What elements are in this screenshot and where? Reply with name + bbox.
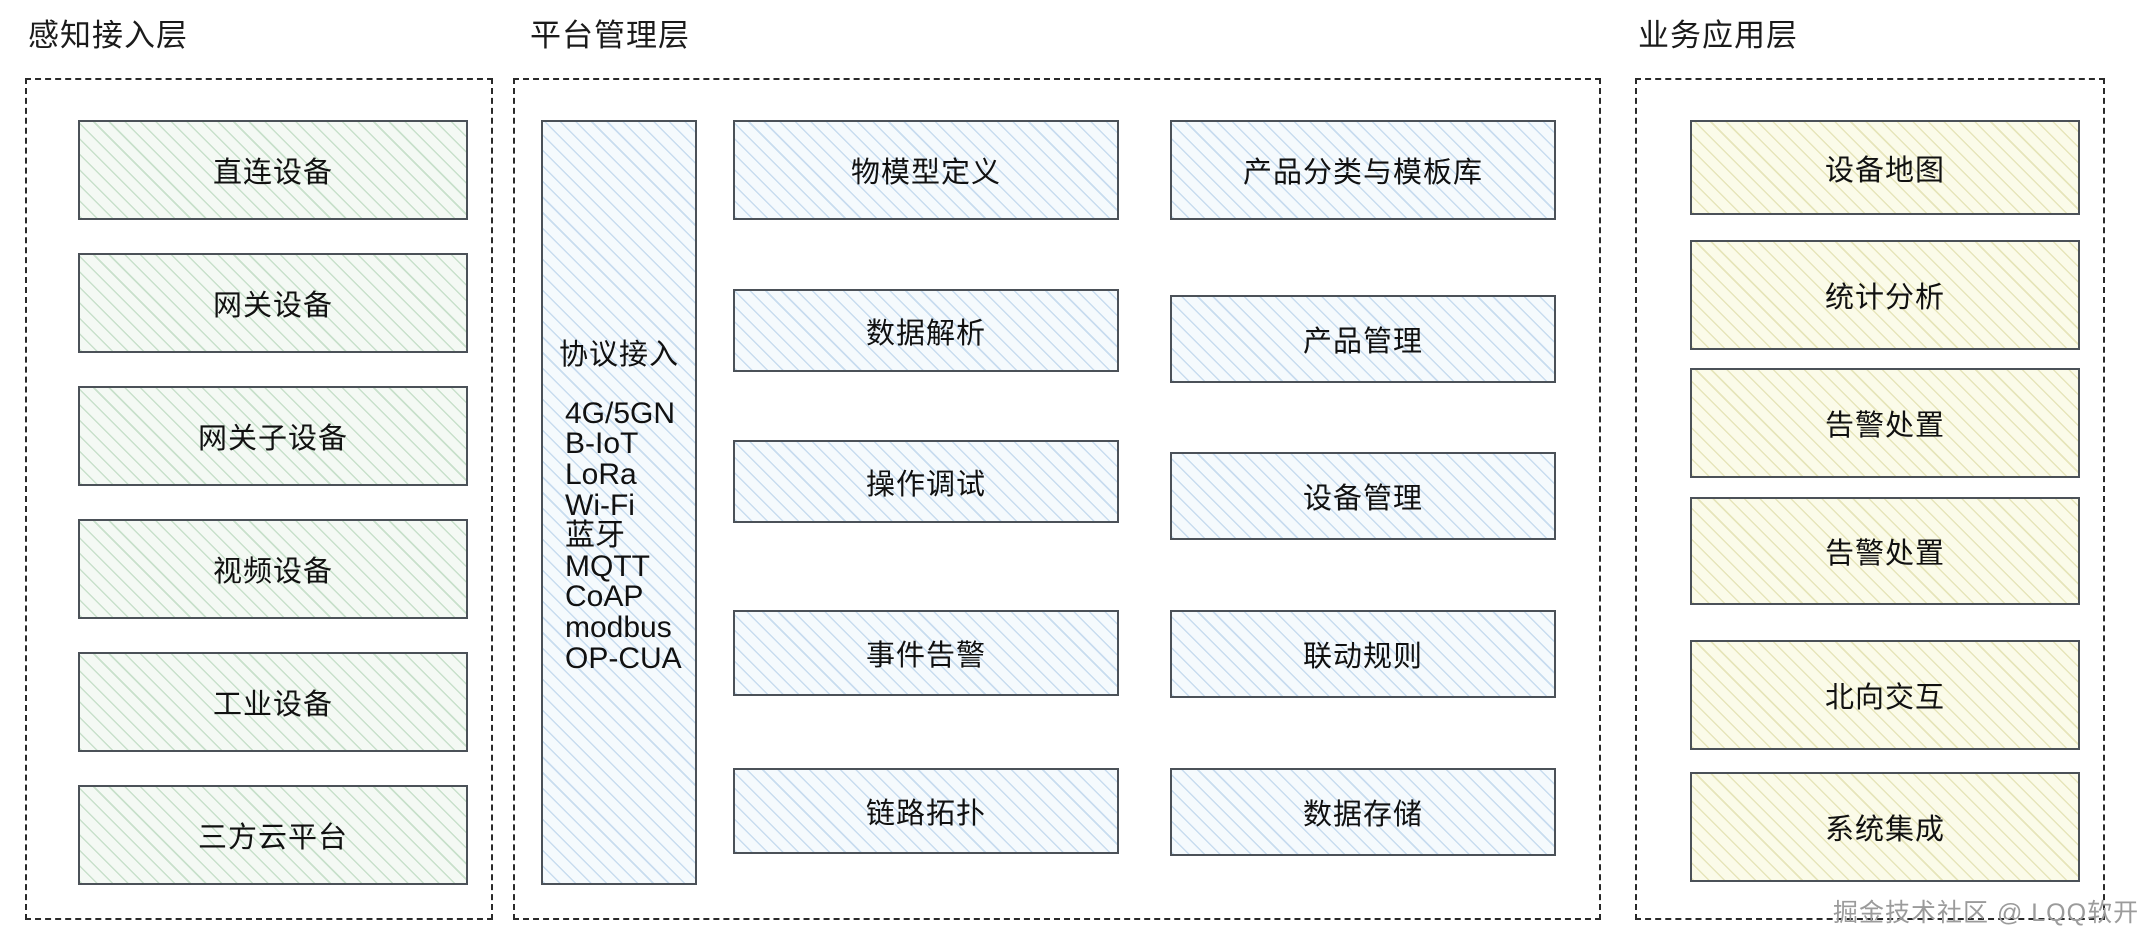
layer-title-business: 业务应用层 [1638,18,1798,53]
node-video-device[interactable]: 视频设备 [78,519,468,619]
node-data-parsing[interactable]: 数据解析 [733,289,1119,372]
node-label: 统计分析 [1824,282,1945,314]
protocol-item: 蓝牙 [565,519,625,553]
node-third-party-cloud[interactable]: 三方云平台 [78,785,468,885]
protocol-item: MQTT [565,549,650,583]
protocol-item: CoAP [565,580,644,614]
protocol-item: modbus [565,610,672,644]
node-alarm-handling-1[interactable]: 告警处置 [1690,368,2080,478]
node-label: 操作调试 [865,468,986,501]
node-protocol-access[interactable]: 协议接入 4G/5GN B-IoT LoRa Wi-Fi 蓝牙 MQTT CoA… [541,120,697,885]
protocol-access-list: 4G/5GN B-IoT LoRa Wi-Fi 蓝牙 MQTT CoAP mod… [549,396,689,675]
node-direct-device[interactable]: 直连设备 [78,120,468,220]
node-link-topology[interactable]: 链路拓扑 [733,768,1119,854]
node-industrial-device[interactable]: 工业设备 [78,652,468,752]
node-label: 物模型定义 [850,157,1001,189]
node-thing-model-definition[interactable]: 物模型定义 [733,120,1119,220]
node-northbound-interaction[interactable]: 北向交互 [1690,640,2080,750]
node-data-storage[interactable]: 数据存储 [1170,768,1556,856]
node-product-management[interactable]: 产品管理 [1170,295,1556,383]
node-label: 网关子设备 [197,423,348,455]
node-label: 视频设备 [212,556,333,588]
node-linkage-rules[interactable]: 联动规则 [1170,610,1556,698]
protocol-item: 4G/5GN [565,396,676,430]
node-label: 告警处置 [1824,538,1945,570]
node-label: 直连设备 [212,157,333,189]
node-device-management[interactable]: 设备管理 [1170,452,1556,540]
node-label: 系统集成 [1824,814,1945,846]
protocol-item: Wi-Fi [565,488,635,522]
protocol-item: LoRa [565,458,637,492]
protocol-item: B-IoT [565,427,639,461]
node-product-category-template[interactable]: 产品分类与模板库 [1170,120,1556,220]
layer-title-perception: 感知接入层 [28,18,188,53]
node-event-alarm[interactable]: 事件告警 [733,610,1119,696]
node-label: 产品分类与模板库 [1242,157,1483,189]
node-statistical-analysis[interactable]: 统计分析 [1690,240,2080,350]
node-label: 产品管理 [1302,326,1423,358]
watermark-text: 掘金技术社区 @ LQQ软开 [1833,899,2140,927]
node-label: 联动规则 [1302,641,1423,673]
node-label: 事件告警 [865,640,986,672]
node-label: 三方云平台 [197,822,348,854]
node-operation-debug[interactable]: 操作调试 [733,440,1119,523]
node-label: 网关设备 [212,290,333,322]
layer-container-perception [25,78,493,920]
node-label: 设备地图 [1824,154,1945,187]
node-label: 链路拓扑 [865,798,986,830]
node-system-integration[interactable]: 系统集成 [1690,772,2080,882]
node-label: 数据解析 [865,317,986,350]
layer-container-platform [513,78,1601,920]
node-device-map[interactable]: 设备地图 [1690,120,2080,215]
node-label: 设备管理 [1302,483,1423,515]
protocol-access-title: 协议接入 [558,338,679,371]
node-gateway-device[interactable]: 网关设备 [78,253,468,353]
protocol-item: OP-CUA [565,641,682,675]
node-label: 北向交互 [1824,682,1945,714]
layer-title-platform: 平台管理层 [530,18,690,53]
node-label: 工业设备 [212,689,333,721]
node-label: 数据存储 [1302,799,1423,831]
node-gateway-sub-device[interactable]: 网关子设备 [78,386,468,486]
layer-container-business [1635,78,2105,920]
node-label: 告警处置 [1824,410,1945,442]
node-alarm-handling-2[interactable]: 告警处置 [1690,497,2080,605]
